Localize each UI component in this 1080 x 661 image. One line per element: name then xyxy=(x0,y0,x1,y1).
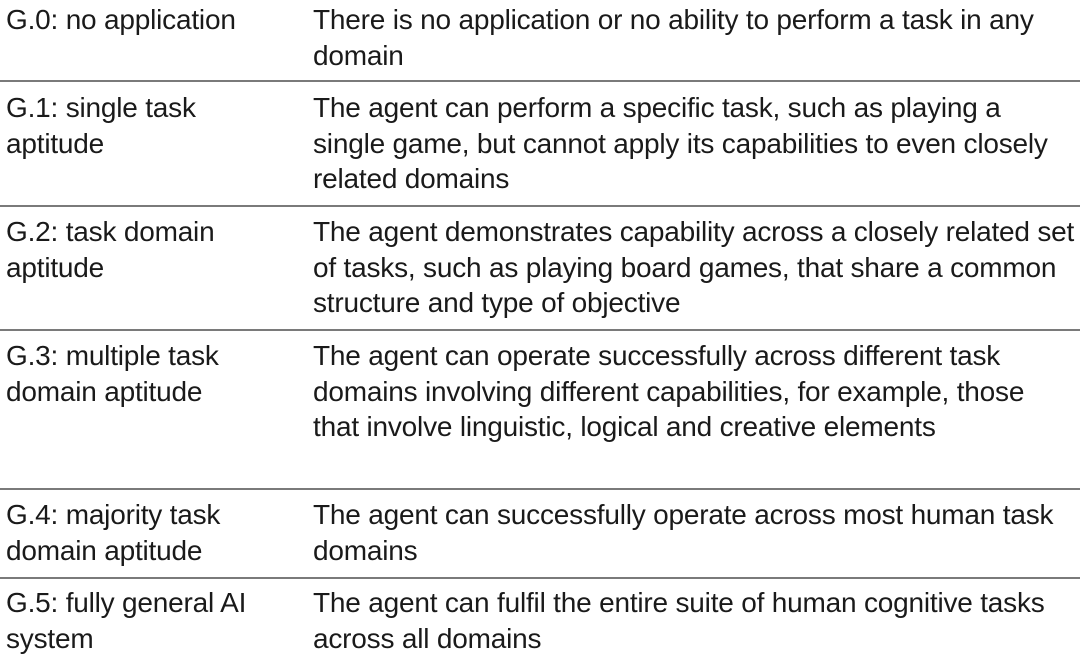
level-description: The agent can operate successfully acros… xyxy=(313,340,1025,442)
level-label: G.4: majority task domain aptitude xyxy=(6,499,221,566)
table-row: G.2: task domain aptitude The agent demo… xyxy=(0,207,1080,331)
table-row: G.4: majority task domain aptitude The a… xyxy=(0,490,1080,579)
table-row: G.5: fully general AI system The agent c… xyxy=(0,579,1080,661)
level-description: There is no application or no ability to… xyxy=(313,4,1034,71)
table-row: G.0: no application There is no applicat… xyxy=(0,0,1080,82)
level-description: The agent can fulfil the entire suite of… xyxy=(313,587,1045,654)
level-description: The agent demonstrates capability across… xyxy=(313,216,1075,318)
table-row: G.1: single task aptitude The agent can … xyxy=(0,82,1080,207)
level-description: The agent can perform a specific task, s… xyxy=(313,92,1048,194)
table-row: G.3: multiple task domain aptitude The a… xyxy=(0,331,1080,490)
level-label: G.2: task domain aptitude xyxy=(6,216,215,283)
level-label: G.3: multiple task domain aptitude xyxy=(6,340,219,407)
level-description: The agent can successfully operate acros… xyxy=(313,499,1054,566)
level-label: G.1: single task aptitude xyxy=(6,92,196,159)
level-label: G.5: fully general AI system xyxy=(6,587,247,654)
level-label: G.0: no application xyxy=(6,4,236,35)
